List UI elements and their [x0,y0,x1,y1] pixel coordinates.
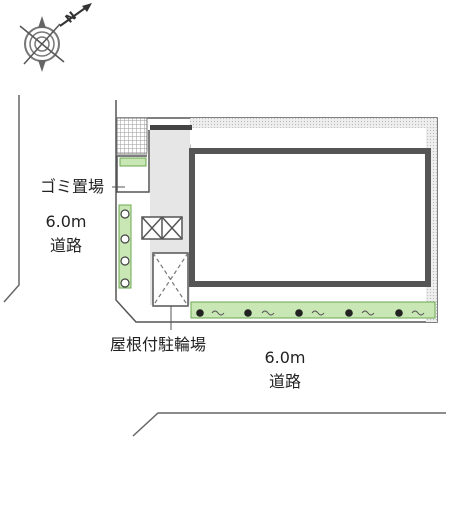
road-west-name: 道路 [49,236,82,255]
road-west-boundary [3,95,20,303]
road-south-boundary [132,412,446,437]
south-trees [196,309,403,317]
south-shrubs [211,310,425,316]
garbage-area-planting [119,157,147,167]
compass-rose-icon [19,3,92,72]
bicycle-parking-label: 屋根付駐輪場 [110,335,207,354]
west-shrubs [120,209,130,288]
garbage-area-label: ゴミ置場 [40,177,105,196]
road-south-width: 6.0m [264,348,306,367]
road-south-name: 道路 [268,372,301,391]
building-footprint [189,148,431,287]
boundary-wall [150,125,192,130]
bicycle-parking [152,252,189,307]
road-west-width: 6.0m [45,212,87,231]
south-planting-strip [190,301,436,319]
entrance-paving [116,117,148,155]
west-planting-strip [118,204,132,289]
meter-box [141,216,183,240]
